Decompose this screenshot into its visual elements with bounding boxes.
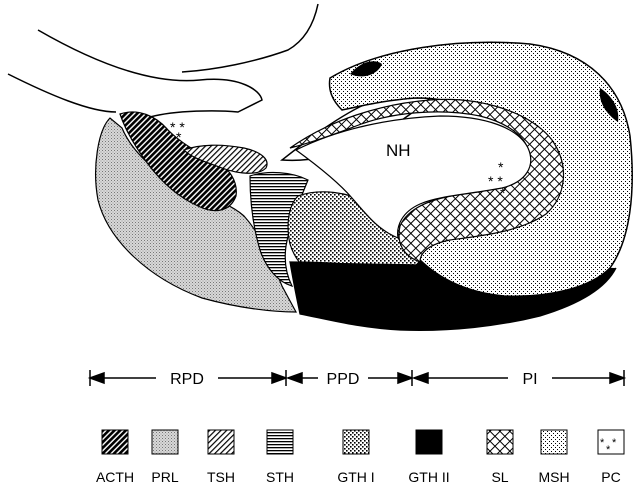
pc-asterisks-rpd-2: *: [176, 129, 182, 145]
legend-label-sl: SL: [491, 469, 508, 485]
legend-swatch-gth1: [343, 430, 369, 454]
rpd-label: RPD: [170, 371, 204, 388]
legend-swatch-sth: [267, 430, 293, 454]
nh-label: NH: [386, 141, 411, 160]
legend-label-tsh: TSH: [207, 469, 235, 485]
legend-swatch-pc-stars: *: [600, 437, 605, 449]
tissue-outline-right: [182, 4, 318, 72]
legend: * * * ACTH PRL TSH STH GTH I GTH II SL M…: [96, 430, 624, 485]
legend-label-prl: PRL: [151, 469, 178, 485]
tissue-outline-lower: [8, 74, 116, 112]
legend-swatch-pc-stars-3: *: [606, 444, 611, 456]
legend-swatch-gth2: [416, 430, 442, 454]
legend-label-acth: ACTH: [96, 469, 134, 485]
legend-swatch-msh: [541, 430, 567, 454]
tissue-outline-upper: [38, 30, 262, 117]
ppd-label: PPD: [327, 371, 360, 388]
legend-swatch-tsh: [208, 430, 234, 454]
legend-label-gth2: GTH II: [408, 469, 449, 485]
legend-swatch-prl: [152, 430, 178, 454]
legend-swatch-pc-stars-2: *: [612, 437, 617, 449]
pc-asterisks-pi-3: *: [500, 185, 506, 201]
legend-swatch-acth: [102, 430, 128, 454]
pi-label: PI: [522, 371, 537, 388]
legend-label-pc: PC: [601, 469, 620, 485]
legend-label-msh: MSH: [538, 469, 569, 485]
legend-swatch-sl: [487, 430, 513, 454]
legend-label-gth1: GTH I: [337, 469, 374, 485]
legend-label-sth: STH: [266, 469, 294, 485]
